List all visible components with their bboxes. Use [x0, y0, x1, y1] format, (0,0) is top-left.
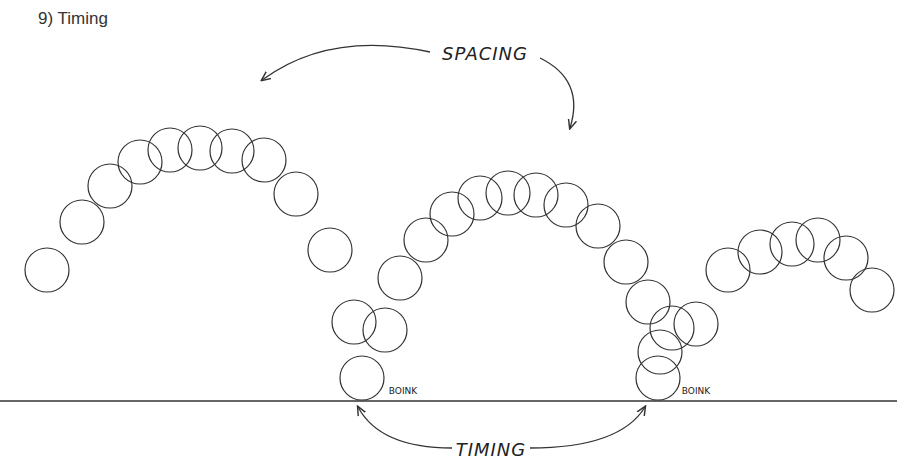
figure-title: 9) Timing — [38, 10, 108, 27]
timing-label: TIMING — [453, 440, 530, 460]
impact-sound-label: BOINK — [388, 387, 418, 396]
callout-arrows — [262, 45, 645, 448]
ball-positions — [25, 126, 894, 400]
impact-sound-label: BOINK — [681, 387, 711, 396]
spacing-label: SPACING — [439, 44, 531, 64]
ground-line — [0, 400, 897, 401]
